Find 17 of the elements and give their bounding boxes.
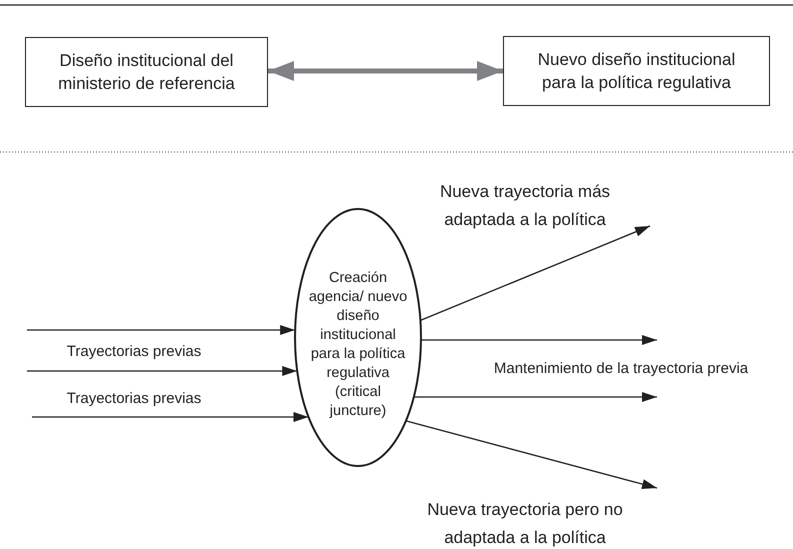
- text-box: Diseño institucional del ministerio de referencia: [25, 37, 268, 107]
- arrow: [406, 420, 658, 489]
- trajectory-label: Nueva trayectoria más adaptada a la política: [438, 181, 612, 231]
- trajectory-label: Nueva trayectoria pero no adaptada a la política: [426, 499, 624, 549]
- arrow: [414, 392, 657, 402]
- ellipse-node: [295, 209, 421, 466]
- double-arrow: [268, 61, 503, 81]
- arrow: [27, 325, 296, 335]
- arrow: [32, 412, 308, 422]
- text-box: Nuevo diseño institucional para la política regulativa: [503, 36, 770, 106]
- trajectory-label: Trayectorias previas: [66, 389, 202, 409]
- arrow: [421, 335, 657, 345]
- arrow: [420, 225, 650, 321]
- arrow: [27, 366, 298, 376]
- trajectory-label: Mantenimiento de la trayectoria previa: [494, 359, 748, 379]
- trajectory-label: Trayectorias previas: [66, 342, 202, 362]
- node-text: Creación agencia/ nuevo diseño institucional para la política regulativa (critical juncture): [308, 268, 408, 420]
